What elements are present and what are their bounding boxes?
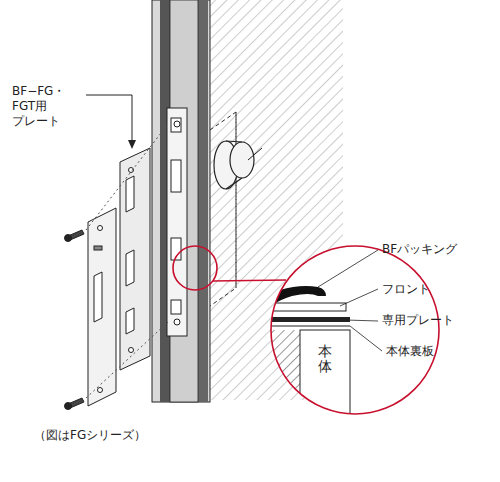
front-plate [88, 208, 116, 406]
arrow-head [128, 140, 136, 149]
part-label: 専用プレート [382, 313, 454, 328]
magnifier [173, 246, 286, 290]
leader-line [318, 250, 382, 351]
part-label: BF−FG・FGT用 プレート [12, 84, 92, 129]
screw-guide [86, 124, 168, 398]
screw [65, 230, 85, 410]
dedicated-plate [120, 148, 150, 370]
part-label: フロント [382, 282, 430, 297]
door-frame [152, 0, 210, 402]
label-bracket [86, 95, 132, 144]
section-detail [238, 240, 460, 440]
part-label: 本体裏板 [386, 344, 434, 359]
part-label: 本体 [318, 344, 332, 375]
detail-circle [271, 246, 439, 414]
cylinder-knob [214, 141, 262, 189]
part-label: BFパッキング [382, 242, 457, 257]
caption: （図はFGシリーズ） [34, 428, 146, 443]
lock-body [167, 108, 187, 336]
